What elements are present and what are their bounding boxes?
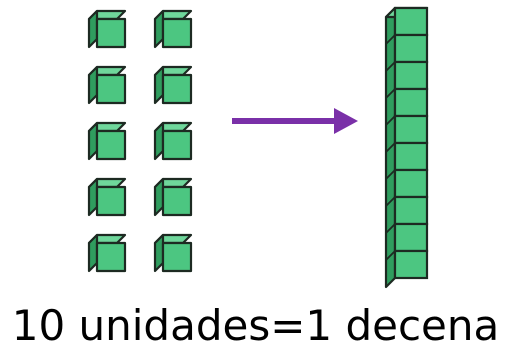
cube-side-face xyxy=(153,65,165,105)
unit-cube xyxy=(153,177,193,217)
unit-cube xyxy=(153,233,193,273)
cube-side-face xyxy=(153,177,165,217)
rod-segment xyxy=(393,6,429,37)
unit-cube xyxy=(87,233,127,273)
cube-side-face xyxy=(87,121,99,161)
cube-front-face xyxy=(95,17,127,49)
unit-cube xyxy=(87,9,127,49)
cube-side-face xyxy=(87,65,99,105)
rod-segment xyxy=(393,87,429,118)
cube-front-face xyxy=(95,73,127,105)
unit-cube xyxy=(87,177,127,217)
rod-segment-edge xyxy=(385,34,396,45)
cube-front-face xyxy=(95,241,127,273)
rod-segment xyxy=(393,195,429,226)
rod-segment xyxy=(393,33,429,64)
arrow-icon xyxy=(232,108,358,134)
rod-segment xyxy=(393,168,429,199)
cube-front-face xyxy=(161,241,193,273)
rod-segment-edge xyxy=(385,169,396,180)
cube-front-face xyxy=(95,185,127,217)
rod-segment xyxy=(393,60,429,91)
cube-side-face xyxy=(87,9,99,49)
cube-side-face xyxy=(153,121,165,161)
cube-side-face xyxy=(153,9,165,49)
base-ten-blocks-diagram xyxy=(87,6,429,289)
rod-segment-edge xyxy=(385,88,396,99)
rod-segment-edge xyxy=(385,250,396,261)
unit-cube xyxy=(87,65,127,105)
cube-side-face xyxy=(87,177,99,217)
unit-cube xyxy=(87,121,127,161)
rod-segment-edge xyxy=(385,196,396,207)
rod-segment xyxy=(393,249,429,280)
cube-side-face xyxy=(153,233,165,273)
unit-cube xyxy=(153,9,193,49)
cube-front-face xyxy=(161,73,193,105)
rod-segment-edge xyxy=(385,115,396,126)
rod-segment-edge xyxy=(385,223,396,234)
rod-segment xyxy=(393,114,429,145)
rod-segment xyxy=(393,141,429,172)
cube-side-face xyxy=(87,233,99,273)
cube-front-face xyxy=(161,129,193,161)
rod-segment-edge xyxy=(385,7,396,18)
cube-front-face xyxy=(161,17,193,49)
rod-segment xyxy=(393,222,429,253)
arrow-head xyxy=(334,108,358,134)
cube-front-face xyxy=(161,185,193,217)
unit-cube xyxy=(153,65,193,105)
rod-segment-edge xyxy=(385,142,396,153)
caption-text: 10 unidades=1 decena xyxy=(11,301,500,350)
unit-cubes-group xyxy=(87,9,193,273)
rod-segment-edge xyxy=(385,61,396,72)
unit-cube xyxy=(153,121,193,161)
ten-rod xyxy=(384,6,429,289)
cube-front-face xyxy=(95,129,127,161)
